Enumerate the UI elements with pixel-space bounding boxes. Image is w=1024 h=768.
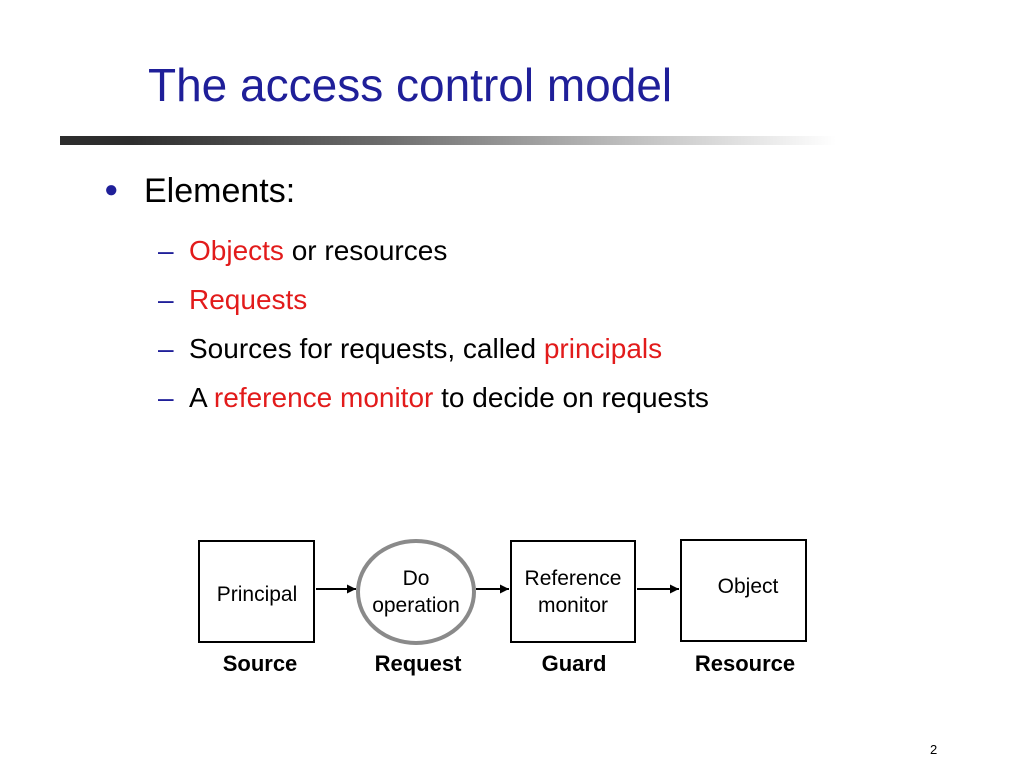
dash-bullet-icon: – bbox=[158, 235, 174, 266]
dash-bullet-icon: – bbox=[158, 284, 174, 315]
request-ellipse-label-line-2: operation bbox=[372, 594, 460, 617]
sub-bullet-item: –Requests bbox=[158, 275, 709, 324]
sub-bullet-text: A bbox=[189, 382, 214, 413]
main-bullet-text: Elements: bbox=[144, 172, 296, 210]
sub-bullet-list: –Objects or resources–Requests–Sources f… bbox=[158, 226, 709, 422]
dash-bullet-icon: – bbox=[158, 382, 174, 413]
sub-bullet-text: to decide on requests bbox=[433, 382, 709, 413]
sub-bullet-item: –Sources for requests, called principals bbox=[158, 324, 709, 373]
main-bullet: ● Elements: bbox=[104, 172, 295, 211]
sub-bullet-item: –A reference monitor to decide on reques… bbox=[158, 373, 709, 422]
page-number: 2 bbox=[930, 742, 938, 757]
sub-bullet-item: –Objects or resources bbox=[158, 226, 709, 275]
request-ellipse bbox=[356, 539, 476, 645]
reference-monitor-box bbox=[510, 540, 636, 643]
highlighted-term: principals bbox=[543, 333, 663, 364]
slide-title: The access control model bbox=[148, 59, 673, 111]
bullet-dot-icon: ● bbox=[104, 176, 119, 203]
dash-bullet-icon: – bbox=[158, 333, 174, 364]
principal-box-label: Principal bbox=[217, 583, 298, 606]
label-request: Request bbox=[375, 651, 462, 676]
highlighted-term: reference monitor bbox=[213, 382, 434, 413]
reference-monitor-label-line-1: Reference bbox=[525, 567, 622, 590]
reference-monitor-label-line-2: monitor bbox=[538, 594, 608, 617]
sub-bullet-text: or resources bbox=[283, 235, 448, 266]
highlighted-term: Objects bbox=[189, 235, 284, 266]
label-source: Source bbox=[223, 651, 298, 676]
title-rule-dark bbox=[60, 136, 128, 145]
sub-bullet-text: Sources for requests, called bbox=[189, 333, 544, 364]
object-box bbox=[680, 539, 807, 642]
label-resource: Resource bbox=[695, 651, 795, 676]
label-guard: Guard bbox=[542, 651, 607, 676]
request-ellipse-label-line-1: Do bbox=[403, 567, 430, 590]
highlighted-term: Requests bbox=[189, 284, 308, 315]
object-box-label: Object bbox=[718, 575, 779, 598]
title-rule-gradient bbox=[128, 136, 836, 145]
principal-box bbox=[198, 540, 315, 643]
